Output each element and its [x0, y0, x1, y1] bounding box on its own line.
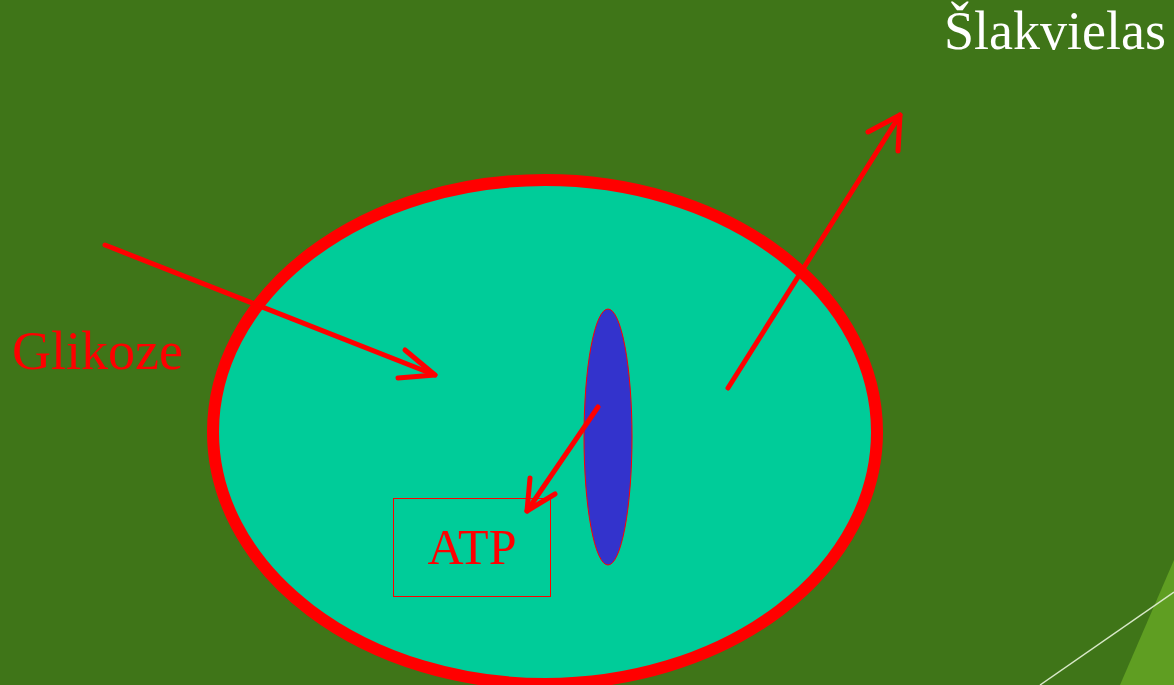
cell-membrane: [213, 180, 877, 684]
atp-box: ATP: [393, 498, 551, 597]
arrow-head: [868, 115, 900, 151]
corner-decoration: [1120, 560, 1174, 685]
mitochondrion: [584, 309, 632, 565]
waste-arrow: [728, 115, 900, 388]
corner-line: [1040, 592, 1174, 685]
output-label: Šlakvielas: [944, 2, 1166, 61]
node-text: ATP: [428, 520, 517, 575]
input-label: Glikoze: [12, 322, 183, 381]
output-arrow: [527, 407, 598, 511]
arrow-head: [398, 350, 435, 378]
